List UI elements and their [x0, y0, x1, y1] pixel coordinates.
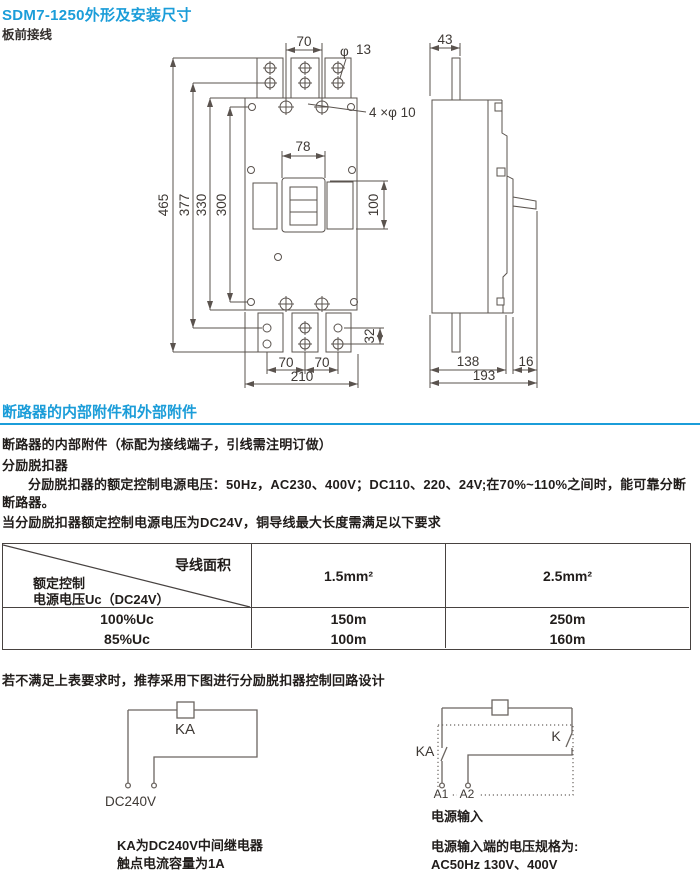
switch-k-label: K: [551, 728, 561, 744]
dim-panel-height-label: 100: [366, 194, 381, 217]
circuit-right: KA K A1 A2 电源输入 电源输入端的电压规格为: AC50Hz 130V…: [416, 699, 578, 872]
circuit-diagrams: KA DC240V KA为DC240V中间继电器 触点电流容量为1A KA K …: [105, 699, 578, 872]
height-dims: [170, 57, 264, 353]
dim-side-top-label: 43: [437, 32, 452, 47]
corner-label-control1: 额定控制: [33, 576, 86, 591]
mount-hole-note: 4 ×φ 10: [369, 105, 416, 120]
table-cell: 150m: [251, 608, 445, 629]
para-breaker: 断路器。: [2, 495, 55, 510]
relay-coil-label: KA: [175, 721, 195, 738]
front-view: 70 φ 13 4 ×φ 10 78 100 465 377 330 300: [156, 34, 416, 388]
dc-source-label: DC240V: [105, 794, 156, 809]
left-caption-1: KA为DC240V中间继电器: [117, 838, 264, 853]
dim-377-label: 377: [177, 194, 192, 217]
terminal-holes-bottom: [262, 321, 345, 351]
table-cell: 250m: [445, 608, 689, 629]
dim-hole-v-label: 32: [362, 328, 377, 343]
dim-total-depth-label: 193: [473, 368, 496, 383]
table-cell: 100m: [251, 629, 445, 648]
dim-top-pitch-label: 70: [296, 34, 311, 49]
dim-hole-phi: φ: [340, 44, 349, 59]
circuit-left: KA DC240V KA为DC240V中间继电器 触点电流容量为1A: [105, 701, 264, 871]
terminal-holes-top: [263, 61, 345, 90]
dimension-drawing: 70 φ 13 4 ×φ 10 78 100 465 377 330 300: [156, 32, 538, 388]
corner-label-control2: 电源电压Uc（DC24V）: [33, 592, 170, 607]
recommendation-note: 若不满足上表要求时，推荐采用下图进行分励脱扣器控制回路设计: [2, 673, 385, 688]
dim-total-width-label: 210: [291, 369, 314, 384]
right-caption-2: AC50Hz 130V、400V: [431, 857, 558, 872]
table-cell: 160m: [445, 629, 689, 648]
section-header: 断路器的内部附件和外部附件: [0, 400, 700, 425]
corner-diagonal: [3, 544, 251, 608]
mounting-holes-bottom: [247, 296, 358, 312]
section-title: 断路器的内部附件和外部附件: [2, 404, 198, 421]
row-label: 85%Uc: [104, 630, 150, 647]
page-title: SDM7-1250外形及安装尺寸: [2, 7, 192, 24]
dim-300-label: 300: [214, 194, 229, 217]
para-shunt-release: 分励脱扣器: [2, 458, 69, 473]
mounting-holes-top: [248, 99, 355, 115]
dim-465-label: 465: [156, 194, 171, 217]
enclosure-boundary: [437, 724, 574, 796]
handle-area: [252, 177, 354, 233]
col-header-1: 1.5mm²: [251, 544, 445, 608]
wire-length-table: 导线面积 额定控制 电源电压Uc（DC24V） 1.5mm² 2.5mm² 10…: [2, 543, 691, 650]
dim-depth1-label: 138: [457, 354, 480, 369]
right-caption-1: 电源输入端的电压规格为:: [431, 839, 578, 854]
dim-b2-label: 70: [314, 355, 329, 370]
dim-depth2-label: 16: [518, 354, 533, 369]
terminal-a1-label: A1: [434, 787, 449, 801]
para-dc24v-requirement: 当分励脱扣器额定控制电源电压为DC24V，铜导线最大长度需满足以下要求: [2, 515, 441, 530]
side-view: 43 138 16 193: [429, 32, 538, 388]
terminal-a2-label: A2: [460, 787, 475, 801]
power-input-label: 电源输入: [431, 809, 483, 824]
col-header-2: 2.5mm²: [445, 544, 689, 608]
dim-b1-label: 70: [278, 355, 293, 370]
switch-ka-label: KA: [416, 743, 435, 759]
breaker-handle: [512, 196, 537, 210]
row-label: 100%Uc: [100, 610, 154, 627]
para-internal-accessories: 断路器的内部附件（标配为接线端子，引线需注明订做）: [2, 437, 333, 452]
dim-330-label: 330: [194, 194, 209, 217]
dim-panel-width-label: 78: [295, 139, 310, 154]
wiring-type-label: 板前接线: [2, 28, 53, 42]
para-voltage-spec: 分励脱扣器的额定控制电源电压：50Hz，AC230、400V；DC110、220…: [28, 477, 687, 492]
corner-label-wire-area: 导线面积: [175, 557, 231, 573]
left-caption-2: 触点电流容量为1A: [116, 856, 225, 871]
dim-hole-dia-label: 13: [356, 42, 371, 57]
table-corner-cell: 导线面积 额定控制 电源电压Uc（DC24V）: [3, 544, 251, 608]
